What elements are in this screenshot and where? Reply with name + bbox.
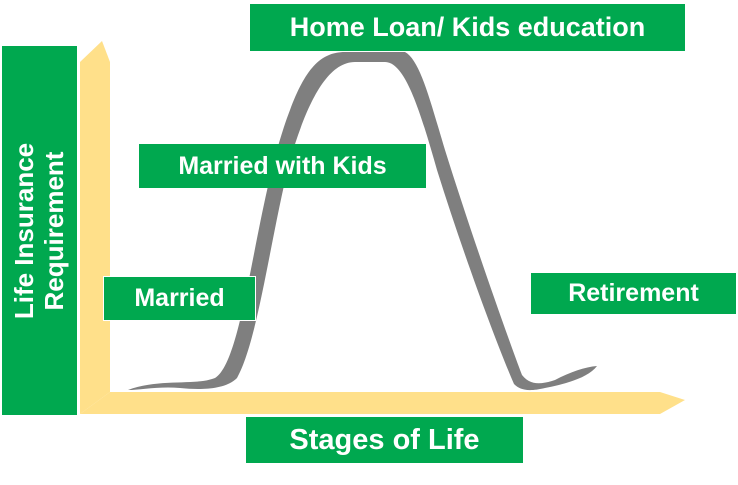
stage-label-retirement: Retirement bbox=[531, 273, 736, 314]
y-axis-label: Life Insurance Requirement bbox=[10, 142, 70, 318]
stage-label-married: Married bbox=[103, 276, 256, 321]
stage-label-married-with-kids: Married with Kids bbox=[139, 144, 426, 188]
y-axis-arrow bbox=[80, 41, 110, 414]
requirement-curve bbox=[128, 52, 597, 391]
y-axis-label-line1: Life Insurance bbox=[9, 142, 40, 319]
stage-label-home-loan: Home Loan/ Kids education bbox=[250, 4, 685, 51]
x-axis-arrow bbox=[80, 392, 685, 414]
x-axis-label: Stages of Life bbox=[246, 417, 523, 463]
y-axis-label-box: Life Insurance Requirement bbox=[2, 46, 77, 415]
y-axis-label-line2: Requirement bbox=[39, 151, 70, 310]
